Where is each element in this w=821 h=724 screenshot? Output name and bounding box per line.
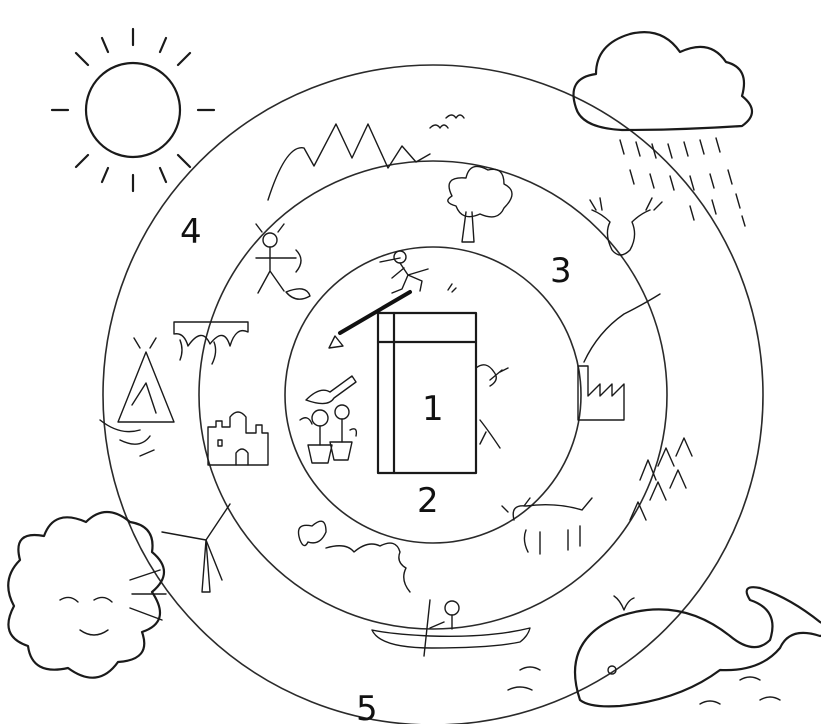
label-2: 2	[417, 481, 439, 521]
whale-drawing	[508, 587, 821, 706]
castle-drawing	[208, 412, 268, 465]
waving-figure-drawing	[476, 365, 508, 448]
label-1: 1	[422, 389, 444, 429]
spear-drawing	[329, 292, 410, 348]
label-4: 4	[180, 212, 202, 252]
moose-drawing	[590, 198, 662, 255]
rain-cloud-drawing	[574, 32, 753, 226]
label-5: 5	[356, 689, 378, 724]
sun-drawing	[52, 29, 214, 191]
bridge-drawing	[174, 322, 248, 364]
cow-drawing	[502, 498, 592, 554]
potted-flowers-drawing	[300, 376, 356, 463]
factory-drawing	[578, 294, 660, 420]
wind-turbine-drawing	[162, 504, 230, 592]
butterfly-drawing	[299, 521, 411, 592]
hunter-drawing	[256, 224, 310, 299]
mountains-drawing	[268, 115, 464, 200]
label-3: 3	[550, 251, 572, 291]
tree-drawing	[448, 166, 512, 242]
runner-drawing	[380, 251, 456, 293]
wind-face-clouds-drawing	[8, 512, 166, 678]
tepee-drawing	[100, 338, 174, 456]
